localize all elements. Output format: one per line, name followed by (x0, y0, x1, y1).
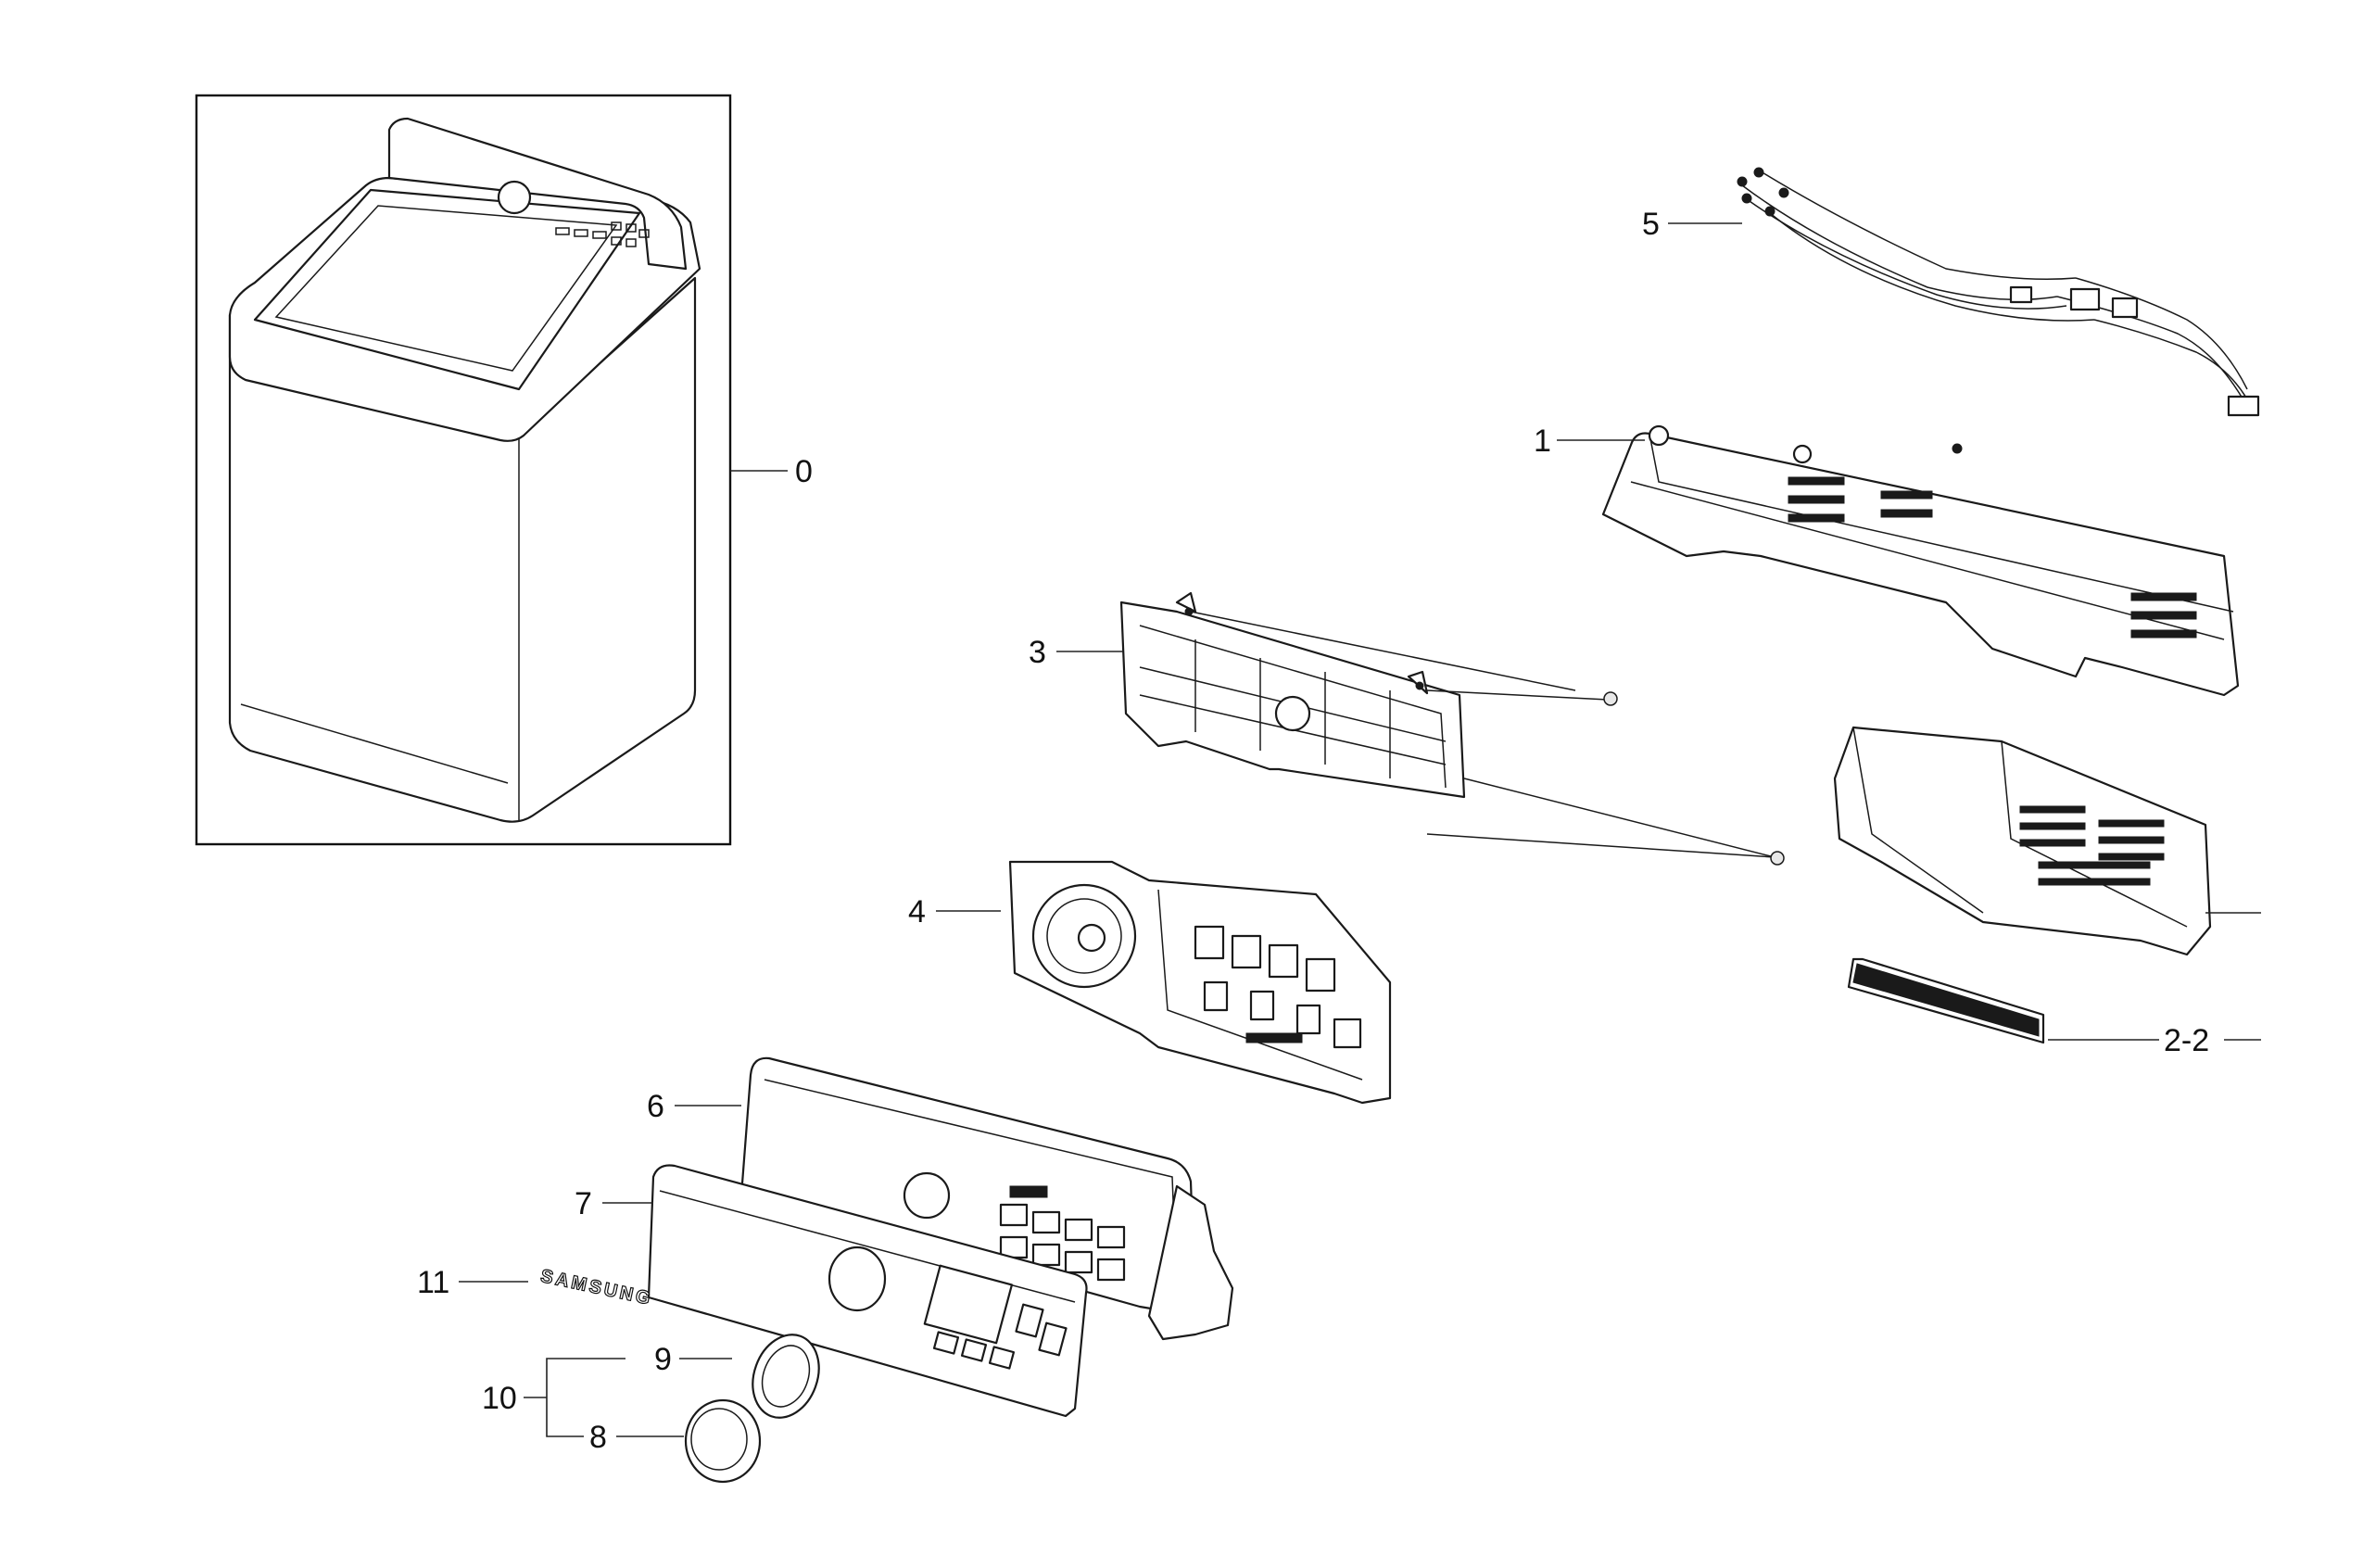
callout-3: 3 (1029, 635, 1046, 670)
control-frame-vents (1788, 476, 2197, 639)
callout-10: 10 (482, 1381, 517, 1416)
samsung-logo-part: SAMSUNG (459, 1265, 655, 1310)
pcb-housing-vents (2019, 805, 2165, 886)
front-panel-display (923, 1264, 1014, 1345)
callout-2-2: 2-2 (2164, 1023, 2209, 1058)
front-panel-buttons (932, 1303, 1068, 1370)
main-pcb-components (1194, 925, 1362, 1049)
callout-9: 9 (654, 1342, 672, 1377)
control-frame (1557, 424, 2240, 697)
main-pcb (936, 860, 1392, 1105)
callout-7: 7 (575, 1186, 592, 1221)
samsung-logo: SAMSUNG (538, 1266, 654, 1309)
callout-1: 1 (1534, 424, 1551, 459)
washer-dial (497, 180, 532, 215)
callout-11: 11 (417, 1265, 449, 1300)
assembly-bracket (524, 1358, 626, 1437)
control-panel-case (675, 1056, 1234, 1341)
control-panel-case-keys (999, 1185, 1126, 1282)
callout-4: 4 (908, 894, 926, 929)
washer-assembly (195, 94, 788, 846)
washer-lid (253, 188, 641, 391)
warning-label (1847, 957, 2261, 1044)
screw-lower (1770, 851, 1785, 866)
callout-6: 6 (647, 1089, 664, 1124)
front-panel-dial-hole (828, 1246, 887, 1312)
washer-cabinet (228, 276, 697, 823)
knob-ring (679, 1334, 820, 1419)
washer-console (387, 117, 688, 271)
wire-harness (1668, 167, 2260, 417)
pcb-housing (1833, 726, 2261, 956)
control-frame-body (1601, 432, 2240, 697)
callout-labels: 0 1 2-2 3 4 5 6 7 8 9 10 11 (417, 207, 2209, 1455)
control-panel-case-wing (1147, 1184, 1234, 1341)
front-panel (602, 1164, 1088, 1418)
callout-5: 5 (1642, 207, 1660, 242)
callout-8: 8 (589, 1420, 607, 1455)
pcb-cover (1056, 591, 1785, 866)
knob-cap (616, 1398, 762, 1484)
washer-console-buttons (555, 221, 650, 247)
callout-0: 0 (795, 454, 813, 489)
screw-upper (1603, 691, 1618, 706)
assembly-frame (195, 94, 732, 846)
